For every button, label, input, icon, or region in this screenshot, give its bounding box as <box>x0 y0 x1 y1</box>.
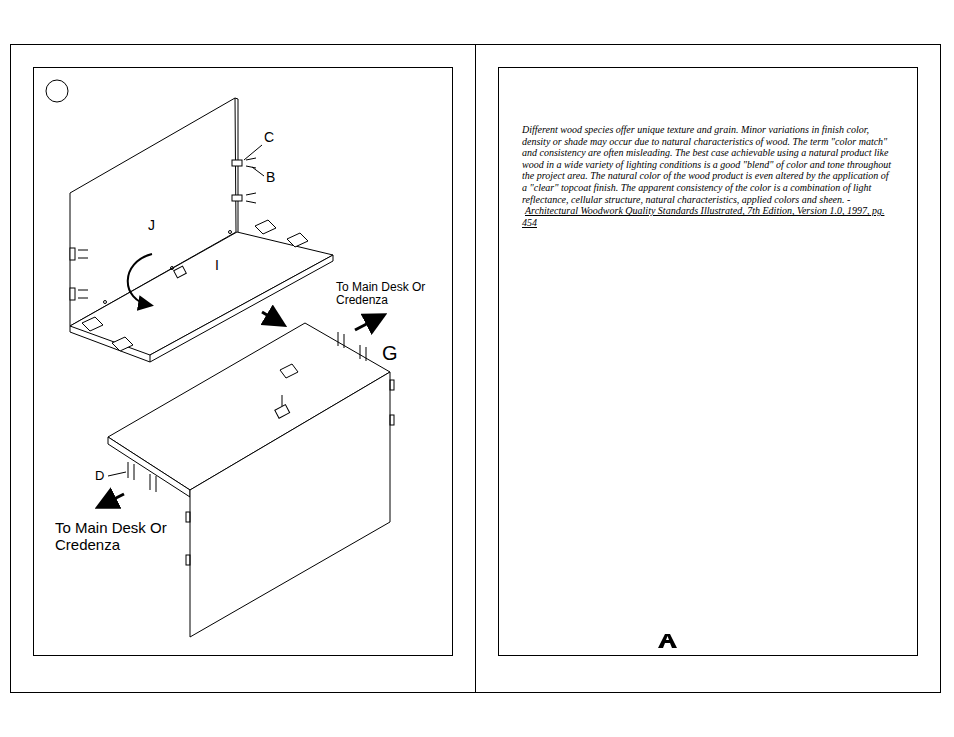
right-panel <box>499 68 918 656</box>
part-letter: J <box>148 218 155 233</box>
leader-line <box>244 145 262 160</box>
direction-arrow <box>100 494 124 506</box>
page-frame <box>11 45 941 693</box>
part-letter: D <box>95 469 104 483</box>
part-letter: I <box>215 258 219 273</box>
finish-note: Different wood species offer unique text… <box>522 124 894 228</box>
hinge-brackets <box>70 160 308 351</box>
leader-line <box>108 472 126 476</box>
move-arrow <box>262 312 282 324</box>
direction-arrow <box>355 316 382 330</box>
citation: Architectural Woodwork Quality Standards… <box>522 205 884 228</box>
direction-note: To Main Desk Or Credenza <box>55 520 167 553</box>
rotation-arrow <box>128 254 152 305</box>
direction-note: To Main Desk Or Credenza <box>336 281 428 307</box>
brand-logo <box>658 634 677 648</box>
screws <box>78 158 256 298</box>
part-letter: B <box>266 170 275 185</box>
part-letter: C <box>264 130 274 145</box>
step-circle <box>46 80 68 102</box>
cabinet-body <box>108 323 394 637</box>
leader-line <box>252 167 264 176</box>
page-divider <box>475 44 476 693</box>
note-text: Different wood species offer unique text… <box>522 124 891 205</box>
left-panel <box>34 68 453 656</box>
part-letter: G <box>382 342 398 364</box>
